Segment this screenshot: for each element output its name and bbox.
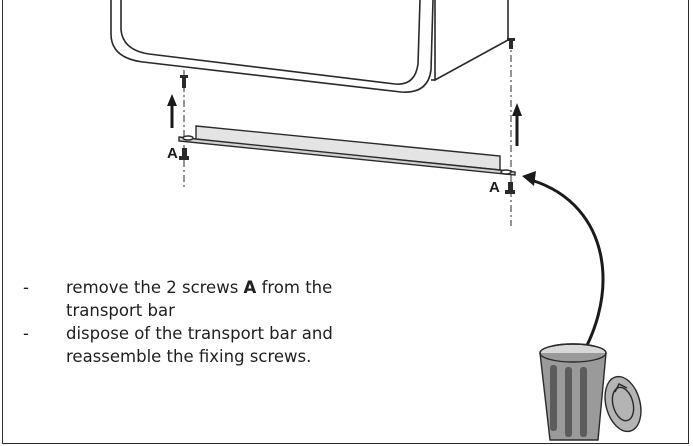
transport-bar xyxy=(178,125,516,176)
instruction-text: remove the 2 screws xyxy=(66,278,244,297)
screw-reference: A xyxy=(243,278,257,297)
instruction-text: dispose of the transport bar and reassem… xyxy=(66,324,333,366)
bullet-dash: - xyxy=(23,278,29,297)
arrow-up-icon xyxy=(512,103,522,146)
washing-machine-base xyxy=(110,0,509,93)
screw-icon xyxy=(180,75,188,88)
instruction-item-1: - remove the 2 screws A from the transpo… xyxy=(23,276,383,322)
screw-icon xyxy=(179,148,189,160)
screw-label-left: A xyxy=(167,145,178,162)
bullet-dash: - xyxy=(23,324,29,343)
instruction-text: from the transport bar xyxy=(66,278,333,320)
screw-label-right: A xyxy=(489,179,500,196)
screw-guide-lines xyxy=(183,40,512,226)
instruction-list: - remove the 2 screws A from the transpo… xyxy=(23,276,383,368)
instruction-item-2: - dispose of the transport bar and reass… xyxy=(23,322,383,368)
screw-icon xyxy=(507,38,515,49)
trash-bin-icon xyxy=(539,343,642,441)
screw-icon xyxy=(505,182,515,194)
installation-illustration xyxy=(110,0,642,441)
arrow-up-icon xyxy=(167,94,177,128)
